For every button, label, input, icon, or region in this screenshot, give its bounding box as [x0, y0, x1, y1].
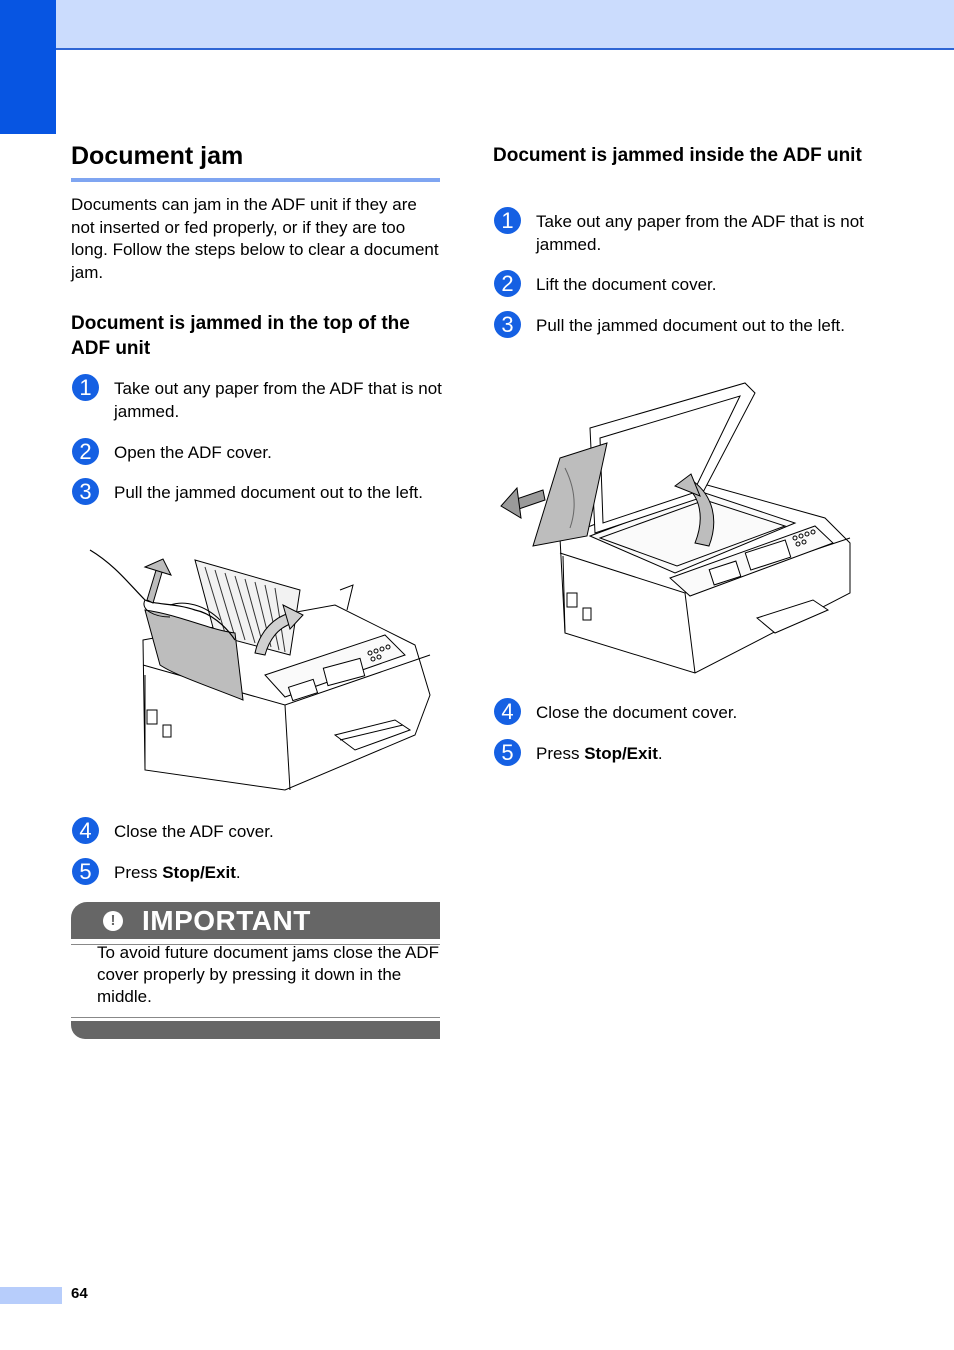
important-divider: [71, 944, 440, 945]
step-text: Press Stop/Exit.: [114, 862, 434, 885]
step-text-prefix: Press: [114, 863, 163, 882]
step-text-suffix: .: [235, 863, 241, 882]
step-number-badge: 5: [494, 739, 521, 766]
step-text: Take out any paper from the ADF that is …: [114, 379, 442, 421]
step-text: Lift the document cover.: [536, 275, 717, 294]
step-number-badge: 5: [72, 858, 99, 885]
step-number-badge: 4: [72, 817, 99, 844]
adf-jam-illustration: [89, 549, 431, 791]
step-text: Close the ADF cover.: [114, 822, 274, 841]
important-label: IMPORTANT: [142, 905, 311, 936]
page-title: Document jam: [71, 142, 244, 170]
left-subheading: Document is jammed in the top of the ADF…: [71, 313, 410, 359]
step-number-badge: 2: [494, 270, 521, 297]
step-text: Pull the jammed document out to the left…: [114, 483, 424, 502]
title-underline: [71, 178, 440, 182]
step-number-badge: 3: [494, 311, 521, 338]
intro-paragraph: Documents can jam in the ADF unit if the…: [71, 195, 439, 282]
chapter-tab: [0, 0, 56, 134]
step-text: Open the ADF cover.: [114, 443, 272, 462]
step-text: Take out any paper from the ADF that is …: [536, 212, 864, 254]
step-text: Pull the jammed document out to the left…: [536, 316, 846, 335]
important-banner: ! IMPORTANT: [71, 902, 440, 939]
step-text-prefix: Press: [536, 744, 585, 763]
step-text-suffix: .: [657, 744, 663, 763]
footer-tab: [0, 1287, 62, 1304]
scanner-jam-illustration: [500, 382, 851, 674]
header-band: [0, 0, 954, 50]
step-text: Close the document cover.: [536, 703, 738, 722]
step-number-badge: 2: [72, 438, 99, 465]
step-number-badge: 1: [494, 207, 521, 234]
step-number-badge: 4: [494, 698, 521, 725]
important-footer-bar: [71, 1021, 440, 1039]
step-number-badge: 3: [72, 478, 99, 505]
exclamation-icon: !: [103, 911, 123, 931]
stop-exit-key-label: Stop/Exit: [584, 744, 658, 763]
important-text: To avoid future document jams close the …: [97, 943, 440, 1006]
header-rule: [56, 48, 954, 50]
important-foot-divider: [71, 1017, 440, 1018]
stop-exit-key-label: Stop/Exit: [162, 863, 236, 882]
step-text: Press Stop/Exit.: [536, 743, 856, 766]
step-number-badge: 1: [72, 374, 99, 401]
page-number: 64: [71, 1285, 88, 1302]
right-subheading: Document is jammed inside the ADF unit: [493, 145, 862, 166]
